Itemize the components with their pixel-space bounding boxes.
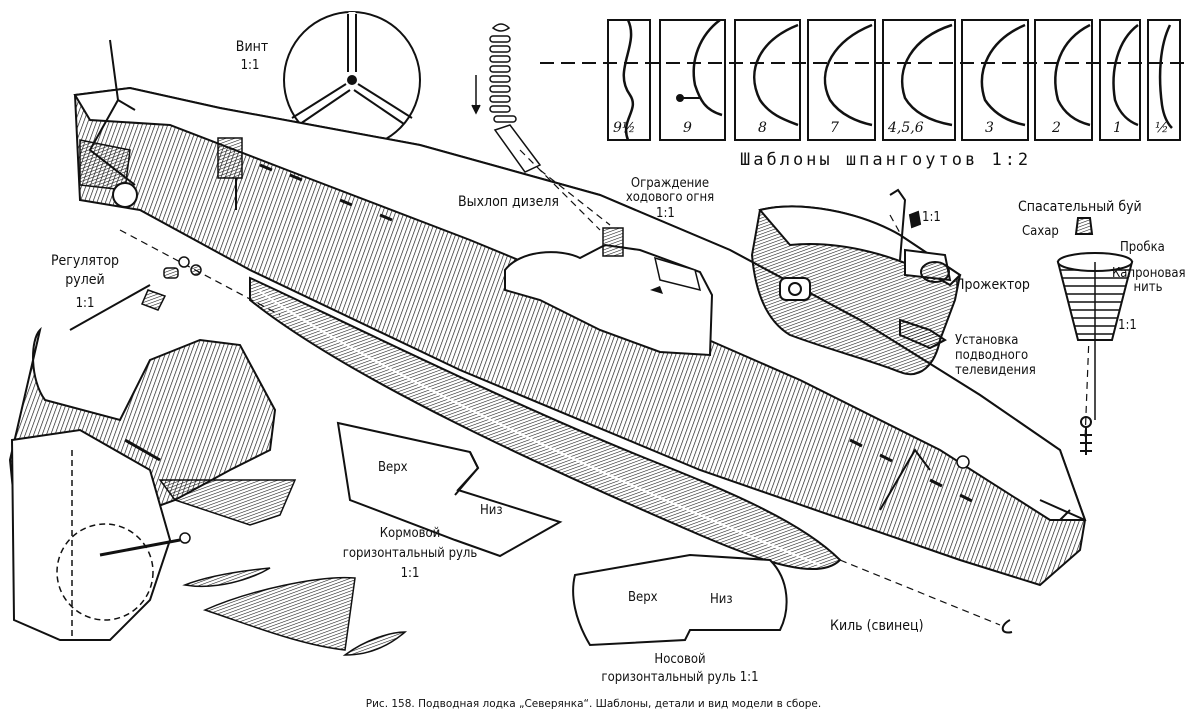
sugar-label: Сахар	[1022, 224, 1059, 239]
rescue-buoy-scale: 1:1	[1118, 318, 1137, 333]
bow-detail	[750, 188, 962, 376]
nav-light-guard-line1: Ограждение	[630, 176, 710, 191]
submarine-hull	[73, 39, 1087, 587]
underwater-tv-line3: телевидения	[955, 363, 1036, 378]
stern-rudder-scale: 1:1	[400, 566, 420, 581]
nylon-thread-line1: Капроновая	[1112, 266, 1186, 281]
frame-number-half: ½	[1155, 120, 1169, 136]
small-parts-stack	[471, 23, 542, 173]
stern-rudder-title-line1: Кормовой	[379, 526, 441, 541]
bow-rudder-title-line1: Носовой	[654, 652, 706, 667]
propeller	[283, 11, 421, 149]
frame-number-8: 8	[758, 120, 767, 136]
frame-template-half	[1147, 19, 1181, 141]
frame-number-9-half: 9½	[613, 120, 636, 136]
nylon-thread-line2: нить	[1133, 280, 1163, 295]
frame-template-3	[961, 19, 1029, 141]
frame-number-4-5-6: 4,5,6	[888, 120, 924, 136]
searchlight-label: Прожектор	[955, 277, 1030, 293]
rescue-buoy	[1056, 217, 1134, 455]
bow-hook	[1001, 619, 1013, 634]
frame-template-9-half	[607, 19, 651, 141]
bow-detail-scale: 1:1	[922, 210, 941, 225]
frame-templates-title: Шаблоны шпангоутов 1:2	[740, 150, 1032, 170]
rudder-regulator-scale: 1:1	[75, 296, 95, 311]
stern-rudder-title-line2: горизонтальный руль	[342, 546, 478, 561]
frame-template-7	[807, 19, 876, 141]
keel	[249, 276, 842, 571]
underwater-tv-line1: Установка	[955, 333, 1019, 348]
bow-rudder-bottom-label: Низ	[710, 592, 733, 607]
diesel-exhaust-label: Выхлоп дизеля	[458, 194, 560, 210]
frame-template-2	[1034, 19, 1093, 141]
figure-caption: Рис. 158. Подводная лодка „Северянка“. Ш…	[365, 698, 822, 710]
nav-light-guard-scale: 1:1	[656, 206, 675, 221]
bow-rudder-top-label: Верх	[628, 590, 658, 605]
stern-rudder-bottom-label: Низ	[480, 503, 503, 518]
frame-template-8	[734, 19, 801, 141]
frame-templates	[607, 19, 1181, 141]
rudder-blades	[182, 567, 408, 656]
frame-number-1: 1	[1113, 120, 1122, 136]
stern-rudder-template	[336, 421, 563, 558]
propeller-scale: 1:1	[240, 58, 260, 73]
cork-label: Пробка	[1120, 240, 1165, 255]
keel-label: Киль (свинец)	[830, 618, 924, 634]
bow-rudder-template	[572, 553, 788, 647]
rescue-buoy-title: Спасательный буй	[1018, 199, 1142, 215]
bow-rudder-title-line2: горизонтальный руль 1:1	[601, 670, 759, 685]
propeller-title: Винт	[235, 39, 269, 55]
frame-number-9: 9	[683, 120, 692, 136]
frame-number-7: 7	[830, 120, 839, 136]
frame-template-1	[1099, 19, 1141, 141]
stern-rudder-top-label: Верх	[378, 460, 408, 475]
stern-unit	[8, 326, 297, 641]
rudder-regulator-parts	[69, 256, 202, 331]
frame-number-3: 3	[985, 120, 994, 136]
frame-template-4-5-6	[882, 19, 956, 141]
frame-number-2: 2	[1052, 120, 1061, 136]
underwater-tv-line2: подводного	[955, 348, 1029, 363]
frame-template-9	[659, 19, 726, 141]
rudder-regulator-line1: Регулятор	[50, 253, 120, 269]
rudder-regulator-line2: рулей	[65, 272, 105, 288]
nav-light-guard-line2: ходового огня	[625, 190, 715, 205]
